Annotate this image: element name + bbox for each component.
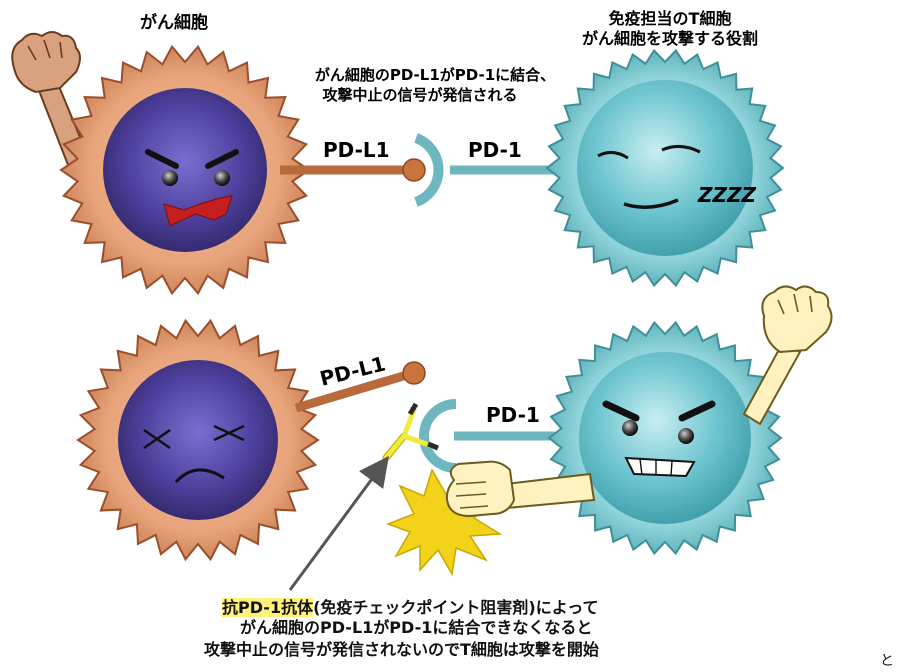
pdl1-label-top: PD-L1 — [323, 138, 390, 162]
angry-t-cell-icon — [547, 320, 783, 556]
binding-caption-line1: がん細胞のPD-L1がPD-1に結合、 — [315, 66, 555, 84]
t-cell-title-line1: 免疫担当のT細胞 — [609, 9, 732, 28]
angry-cancer-cell-icon — [59, 44, 311, 296]
sleeping-t-cell-icon — [545, 48, 785, 288]
pd1-receptor-bottom — [419, 399, 560, 473]
corner-character: と — [880, 653, 894, 669]
pd1-label-bottom: PD-1 — [486, 403, 540, 427]
punching-hand-icon — [445, 460, 596, 518]
caption-line1: 抗PD-1抗体(免疫チェックポイント阻害剤)によって — [222, 594, 598, 618]
cancer-cell-label: がん細胞 — [140, 12, 208, 33]
sleep-zzz-label: ZZZZ — [697, 183, 757, 207]
pd1-receptor-top — [414, 133, 560, 207]
pd1-label-top: PD-1 — [468, 138, 522, 162]
caption-line1-rest: (免疫チェックポイント阻害剤)によって — [313, 598, 599, 617]
pdl1-ligand-head-top — [402, 158, 426, 182]
antibody-term-highlight: 抗PD-1抗体 — [222, 598, 314, 617]
pointer-arrow — [288, 455, 389, 591]
caption-line3: 攻撃中止の信号が発信されないのでT細胞は攻撃を開始 — [204, 640, 599, 659]
pdl1-ligand-head-bottom — [402, 361, 426, 385]
raised-fist-icon — [742, 285, 833, 426]
binding-caption-line2: 攻撃中止の信号が発信される — [322, 86, 517, 104]
t-cell-title-line2: がん細胞を攻撃する役割 — [582, 29, 758, 48]
caption-line2: がん細胞のPD-L1がPD-1に結合できなくなると — [240, 618, 593, 637]
defeated-cancer-cell-icon — [76, 318, 320, 562]
y-shaped-antibody-icon — [382, 402, 439, 462]
pdl1-receptor-bottom — [294, 369, 412, 413]
